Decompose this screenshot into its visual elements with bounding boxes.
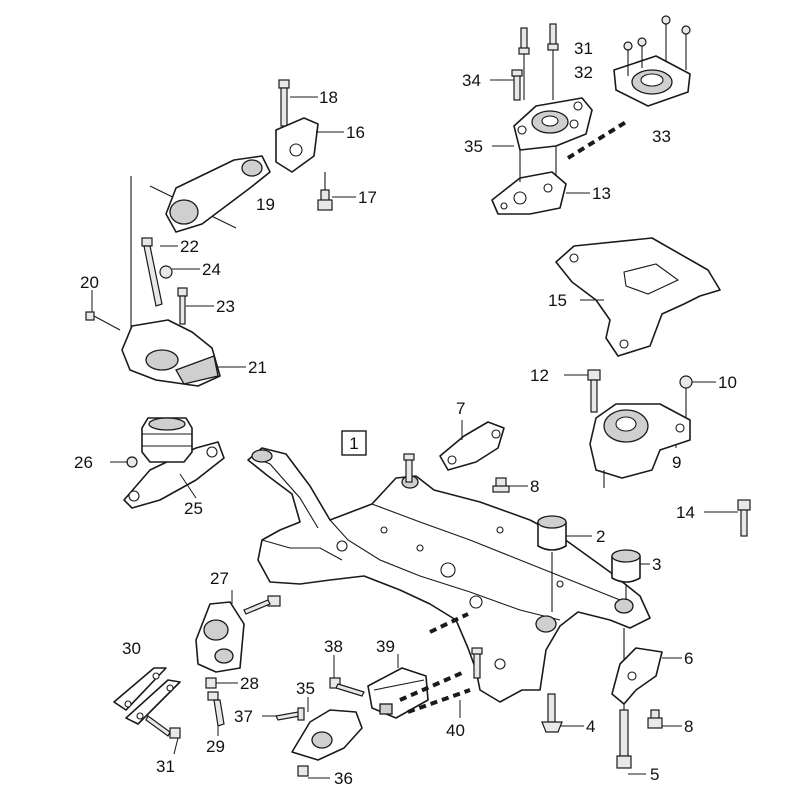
callout-13: 13: [592, 184, 611, 203]
callout-20: 20: [80, 273, 99, 292]
callout-35-lower: 35: [296, 679, 315, 698]
stud-34: [511, 69, 523, 101]
bushing-3: [611, 549, 641, 600]
left-mount-bracket-group: [85, 176, 221, 387]
callout-15: 15: [548, 291, 567, 310]
assembly-label-box: 1: [341, 430, 367, 456]
bolt-23: [177, 287, 188, 325]
leader-lines: [91, 79, 738, 779]
bolt-17: [317, 172, 333, 211]
callout-18: 18: [319, 88, 338, 107]
callout-8-lower: 8: [684, 717, 693, 736]
bolt-22: [141, 237, 163, 307]
nut-24: [159, 265, 173, 279]
bolt-20: [85, 311, 121, 331]
assembly-label: 1: [349, 434, 358, 453]
callout-29: 29: [206, 737, 225, 756]
callout-3: 3: [652, 555, 661, 574]
left-lower-mount-group: [123, 417, 225, 509]
callout-5: 5: [650, 765, 659, 784]
callout-36: 36: [334, 769, 353, 788]
callout-35-top: 35: [464, 137, 483, 156]
callout-32: 32: [574, 63, 593, 82]
callout-26: 26: [74, 453, 93, 472]
callout-34: 34: [462, 71, 481, 90]
callout-7: 7: [456, 399, 465, 418]
dash-link-39-b: [407, 688, 471, 714]
callout-14: 14: [676, 503, 695, 522]
callout-16: 16: [346, 123, 365, 142]
callout-2: 2: [596, 527, 605, 546]
stud-31-a: [518, 27, 530, 100]
front-subframe-1: [247, 447, 651, 703]
engine-mount-9: [589, 403, 691, 488]
bracket-16: [275, 117, 319, 173]
bolt-12: [587, 369, 601, 413]
upper-left-mount-group: [149, 79, 333, 233]
upper-right-mount-group: [491, 15, 691, 215]
mount-bracket-27: [195, 601, 245, 673]
bracket-13: [491, 146, 567, 215]
nut-26: [126, 456, 138, 468]
callout-23: 23: [216, 297, 235, 316]
bolt-4: [541, 693, 563, 733]
callout-21: 21: [248, 358, 267, 377]
bracket-25: [123, 441, 225, 509]
callout-6: 6: [684, 649, 693, 668]
callout-24: 24: [202, 260, 221, 279]
bolt-8-lower: [647, 709, 663, 729]
bolt-37: [275, 707, 305, 721]
callout-37: 37: [234, 707, 253, 726]
stud-31-b: [547, 23, 559, 100]
bracket-6: [611, 647, 663, 705]
torque-link-19: [165, 155, 271, 233]
callout-17: 17: [358, 188, 377, 207]
callout-22: 22: [180, 237, 199, 256]
bracket-21: [121, 319, 221, 387]
bolt-31-lower: [145, 715, 181, 739]
right-mount-group: [587, 369, 693, 488]
module-39: [367, 667, 429, 719]
bolt-36: [297, 765, 309, 777]
bracket-15: [555, 237, 721, 357]
callout-31-top: 31: [574, 39, 593, 58]
bolt-18: [278, 79, 290, 127]
callout-12: 12: [530, 366, 549, 385]
callout-28: 28: [240, 674, 259, 693]
rubber-mount-26: [141, 417, 193, 463]
callout-8-upper: 8: [530, 477, 539, 496]
bolt-8-upper: [492, 477, 510, 493]
callout-27: 27: [210, 569, 229, 588]
callout-9: 9: [672, 453, 681, 472]
callout-39: 39: [376, 637, 395, 656]
bracket-35-lower: [291, 709, 363, 761]
plates-30: [113, 667, 181, 725]
callout-19: 19: [256, 195, 275, 214]
bushing-2: [537, 515, 567, 612]
callout-4: 4: [586, 717, 595, 736]
bolt-28: [205, 677, 217, 689]
bracket-7: [439, 421, 505, 471]
callout-labels: 18 16 17 19 22 24 23 20 21 26 25 31 32 3…: [74, 39, 737, 788]
callout-40: 40: [446, 721, 465, 740]
callout-38: 38: [324, 637, 343, 656]
callout-30: 30: [122, 639, 141, 658]
callout-25: 25: [184, 499, 203, 518]
callout-31-lower: 31: [156, 757, 175, 776]
callout-33: 33: [652, 127, 671, 146]
bolt-40: [471, 647, 483, 679]
bolt-29: [207, 691, 225, 727]
bolt-27: [243, 595, 281, 615]
bolt-14: [737, 499, 751, 537]
engine-mount-35-top: [513, 97, 593, 151]
bolt-38: [329, 677, 365, 697]
nut-10: [679, 375, 693, 418]
callout-10: 10: [718, 373, 737, 392]
mount-plate-33: [613, 15, 691, 107]
